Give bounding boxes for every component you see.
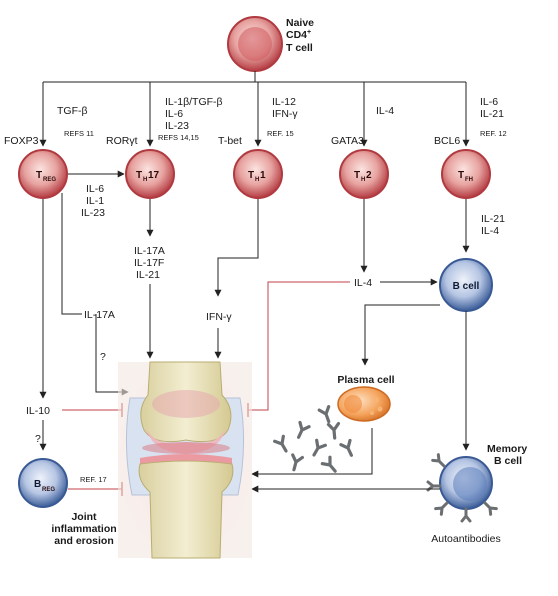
svg-text:Plasma cell: Plasma cell <box>337 374 394 386</box>
svg-text:H: H <box>255 177 259 183</box>
breg-cell: B REG <box>18 458 68 508</box>
svg-text:17: 17 <box>148 170 160 181</box>
tfh-il21-label: IL-21 <box>480 108 504 120</box>
svg-text:IL-17F: IL-17F <box>134 257 164 269</box>
treg-il17a-label: IL-17A <box>84 309 115 321</box>
naive-cd4-t-cell: Naive CD4+ T cell <box>227 16 314 72</box>
il4-label: IL-4 <box>354 277 372 289</box>
svg-text:H: H <box>361 177 365 183</box>
svg-text:1: 1 <box>260 170 266 181</box>
th17-inducers: IL-1β/TGF-β IL-6 IL-23 REFS 14,15 <box>158 96 223 142</box>
svg-text:IL-6: IL-6 <box>86 183 104 195</box>
svg-text:REG: REG <box>42 487 55 493</box>
autoantibodies-label: Autoantibodies <box>431 533 500 545</box>
svg-text:IL-21: IL-21 <box>136 269 160 281</box>
svg-text:T: T <box>458 170 464 181</box>
bcl6-label: BCL6 <box>434 135 460 147</box>
th17-ref: REFS 14,15 <box>158 133 199 142</box>
antibodies <box>273 405 353 473</box>
ifng-inducer-label: IFN-γ <box>272 108 298 120</box>
tfh-cell: T FH <box>441 149 491 199</box>
svg-text:REG: REG <box>43 177 56 183</box>
t-cell-label: T cell <box>286 42 313 54</box>
rorgt-label: RORγt <box>106 135 138 147</box>
gata3-label: GATA3 <box>331 135 364 147</box>
th17-products: IL-17A IL-17F IL-21 <box>134 199 165 359</box>
il10-question: ? <box>35 433 41 445</box>
th2-inducers: IL-4 <box>376 105 394 117</box>
treg-to-th17: IL-6 IL-1 IL-23 <box>68 170 125 219</box>
svg-text:Joint: Joint <box>71 511 97 523</box>
tgfb-label: TGF-β <box>57 105 88 117</box>
th1-inducers: IL-12 IFN-γ REF. 15 <box>267 96 298 138</box>
svg-text:IL-4: IL-4 <box>481 225 499 237</box>
svg-text:2: 2 <box>366 170 372 181</box>
svg-text:IL-17A: IL-17A <box>134 245 165 257</box>
tbet-label: T-bet <box>218 135 242 147</box>
th2-cell: T H 2 <box>339 149 389 199</box>
tfh-inducers: IL-6 IL-21 REF. 12 <box>480 96 507 138</box>
tfh-products: IL-21 IL-4 <box>462 199 505 253</box>
knee-joint-illustration <box>118 361 252 559</box>
il4-inducer-label: IL-4 <box>376 105 394 117</box>
svg-text:FH: FH <box>465 177 473 183</box>
il6-label: IL-6 <box>165 108 183 120</box>
naive-label: Naive <box>286 17 314 29</box>
svg-text:H: H <box>143 177 147 183</box>
svg-text:B cell: B cell <box>494 455 522 467</box>
th1-cell: T H 1 <box>233 149 283 199</box>
treg-outputs <box>39 193 129 451</box>
svg-text:and erosion: and erosion <box>54 535 114 547</box>
b-cell-outputs <box>361 304 470 451</box>
ifng-label: IFN-γ <box>206 311 232 323</box>
tfh-ref: REF. 12 <box>480 129 507 138</box>
tfh-il6-label: IL-6 <box>480 96 498 108</box>
il23-label: IL-23 <box>165 120 189 132</box>
svg-text:IL-1: IL-1 <box>86 195 104 207</box>
differentiation-connectors <box>39 71 470 147</box>
il1b-tgfb-label: IL-1β/TGF-β <box>165 96 223 108</box>
svg-text:T: T <box>136 170 142 181</box>
b-cell: B cell <box>439 258 493 312</box>
svg-text:B cell: B cell <box>453 281 480 292</box>
il10-inhibition <box>62 403 123 417</box>
plasma-cell: Plasma cell <box>337 374 395 422</box>
breg-ref: REF. 17 <box>80 475 107 484</box>
svg-text:B: B <box>34 479 41 490</box>
svg-text:IL-23: IL-23 <box>81 207 105 219</box>
svg-text:T: T <box>36 170 42 181</box>
th1-ref: REF. 15 <box>267 129 294 138</box>
breg-inhibition <box>68 482 123 496</box>
svg-text:T: T <box>248 170 254 181</box>
svg-text:IL-21: IL-21 <box>481 213 505 225</box>
cd4-label: CD4+ <box>286 29 311 41</box>
antibody-to-joint-arrow <box>251 428 373 478</box>
memory-b-cell: Memory B cell Autoantibodies <box>426 443 527 545</box>
th17-cell: T H 17 <box>125 149 175 199</box>
th1-products <box>214 199 259 359</box>
joint-label: Joint inflammation and erosion <box>51 511 116 547</box>
svg-text:inflammation: inflammation <box>51 523 116 535</box>
foxp3-label: FOXP3 <box>4 135 39 147</box>
il10-label: IL-10 <box>26 405 50 417</box>
treg-inducers: TGF-β REFS 11 <box>57 105 94 138</box>
treg-ref: REFS 11 <box>64 129 94 138</box>
treg-question: ? <box>100 351 106 363</box>
il12-label: IL-12 <box>272 96 296 108</box>
svg-text:T: T <box>354 170 360 181</box>
treg-cell: T REG <box>18 149 68 199</box>
svg-text:Memory: Memory <box>487 443 527 455</box>
